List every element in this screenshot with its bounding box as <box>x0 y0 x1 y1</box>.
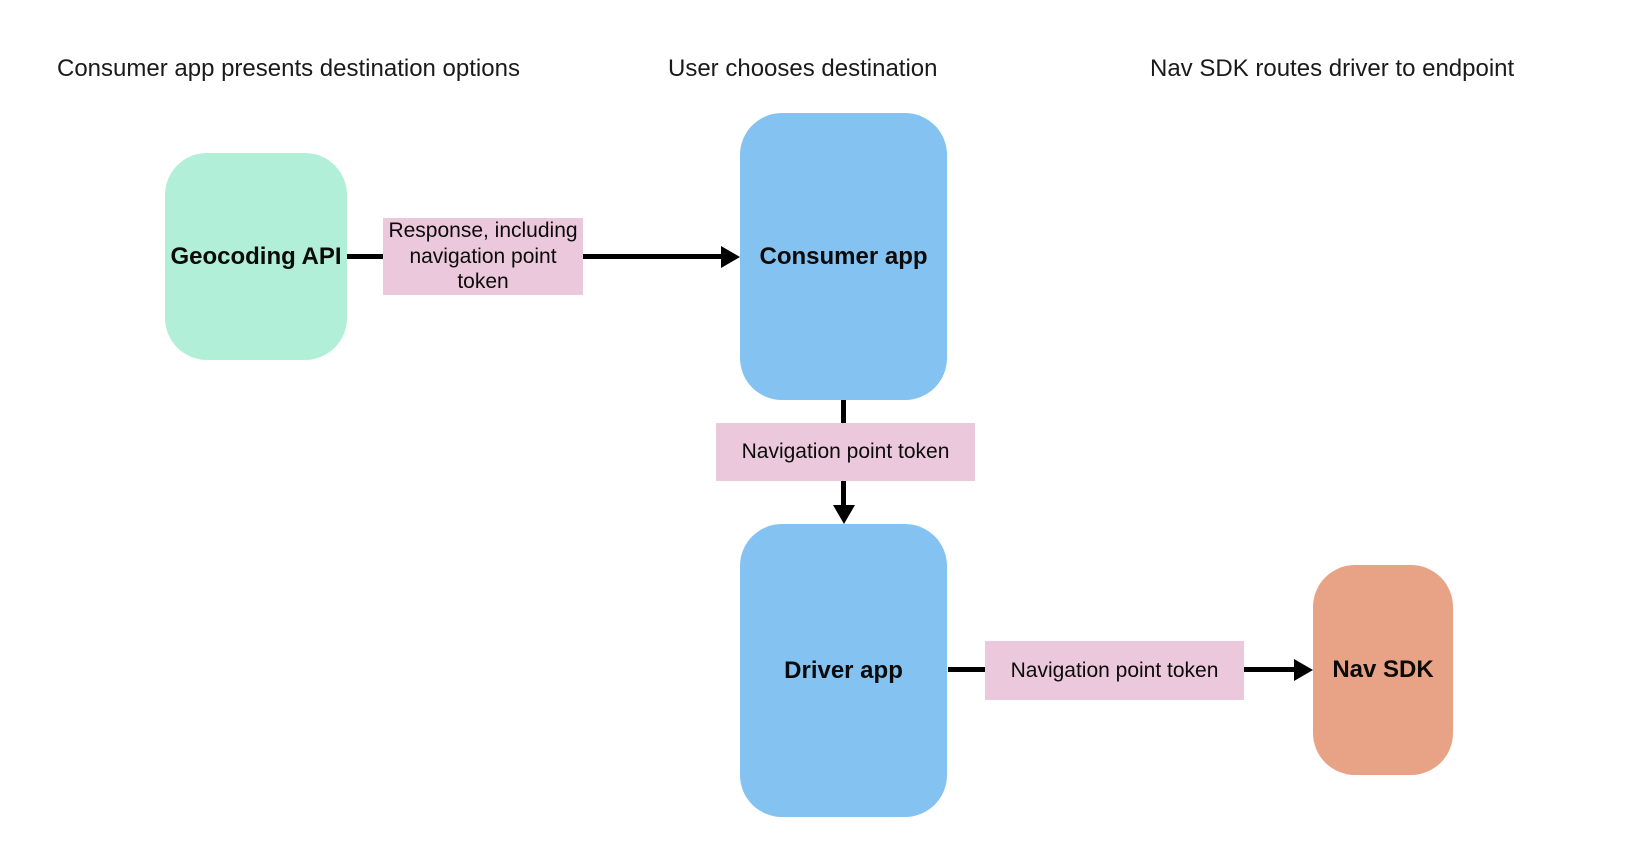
node-nav-sdk-label: Nav SDK <box>1332 656 1434 683</box>
node-consumer-app: Consumer app <box>740 113 947 400</box>
column-header-nav-sdk-routes: Nav SDK routes driver to endpoint <box>1150 55 1515 82</box>
edge-label-response-including-token: Response, including navigation point tok… <box>383 218 583 295</box>
arrowhead-right-icon <box>1294 658 1313 681</box>
node-driver-app: Driver app <box>740 524 947 817</box>
column-header-user-chooses: User chooses destination <box>668 55 938 82</box>
node-geocoding-api: Geocoding API <box>165 153 347 360</box>
node-driver-app-label: Driver app <box>784 656 903 684</box>
column-header-consumer-presents: Consumer app presents destination option… <box>57 55 520 82</box>
node-geocoding-api-label: Geocoding API <box>170 242 342 270</box>
node-nav-sdk: Nav SDK <box>1313 565 1453 775</box>
arrowhead-down-icon <box>832 505 855 524</box>
edge-label-navigation-point-token-vertical: Navigation point token <box>716 423 975 481</box>
edge-label-navigation-point-token-horizontal: Navigation point token <box>985 641 1244 700</box>
node-consumer-app-label: Consumer app <box>759 242 928 270</box>
arrowhead-right-icon <box>721 245 740 268</box>
